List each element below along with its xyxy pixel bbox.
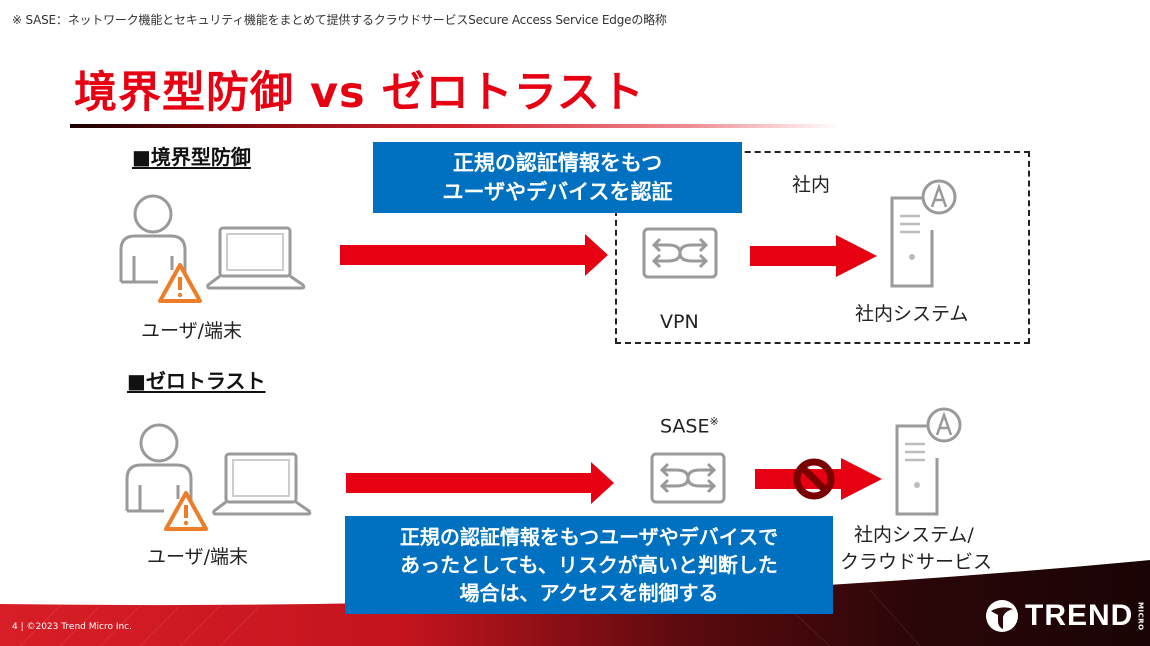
control-note-line: 正規の認証情報をもつユーザやデバイスで xyxy=(399,525,779,549)
cloud-target-line: クラウドサービス xyxy=(840,551,993,573)
internal-zone-label: 社内 xyxy=(792,174,831,196)
internal-system-label: 社内システム xyxy=(855,303,969,325)
perimeter-heading: ■境界型防御 xyxy=(132,145,251,169)
auth-note-line: 正規の認証情報をもつ xyxy=(452,150,663,175)
trend-micro-logo: TREND MICRO xyxy=(985,598,1144,634)
control-note-line: あったとしても、リスクが高いと判断した xyxy=(400,553,778,577)
trend-logo-mark-icon xyxy=(986,600,1018,632)
app-a-icon xyxy=(926,407,962,443)
network-switch-icon xyxy=(650,452,726,504)
cloud-target-line: 社内システム/ xyxy=(854,524,974,546)
server-icon xyxy=(890,196,934,288)
right-arrow-icon xyxy=(340,234,608,276)
sase-label: SASE※ xyxy=(660,415,719,437)
slide-title: 境界型防御 vs ゼロトラスト xyxy=(74,68,645,118)
logo-wordmark: TREND xyxy=(1025,599,1134,632)
access-control-note-box: 正規の認証情報をもつユーザやデバイスで あったとしても、リスクが高いと判断した … xyxy=(345,516,833,614)
network-switch-icon xyxy=(642,227,718,279)
control-note-line: 場合は、アクセスを制御する xyxy=(459,581,719,605)
cloud-target-label: 社内システム/ クラウドサービス xyxy=(840,522,992,576)
logo-micro-text: MICRO xyxy=(1136,601,1145,631)
vpn-label: VPN xyxy=(660,311,699,333)
warning-triangle-icon xyxy=(164,491,208,531)
sase-label-text: SASE xyxy=(660,415,710,438)
prohibited-icon xyxy=(793,458,835,500)
copyright-text: 4 | ©2023 Trend Micro Inc. xyxy=(12,622,132,632)
user-icon xyxy=(125,423,193,513)
internal-network-zone xyxy=(615,151,1030,344)
zero-trust-heading: ■ゼロトラスト xyxy=(127,369,266,393)
title-underline-rule xyxy=(70,124,840,128)
sase-footnote-mark: ※ xyxy=(709,415,719,428)
sase-footnote: ※ SASE：ネットワーク機能とセキュリティ機能をまとめて提供するクラウドサービ… xyxy=(12,13,667,27)
zero-trust-user-label: ユーザ/端末 xyxy=(147,546,249,568)
perimeter-user-label: ユーザ/端末 xyxy=(141,320,243,342)
user-icon xyxy=(119,194,187,284)
laptop-icon xyxy=(206,226,306,290)
server-icon xyxy=(895,424,939,516)
app-a-icon xyxy=(921,179,957,215)
authentication-note-box: 正規の認証情報をもつ ユーザやデバイスを認証 xyxy=(373,142,742,213)
right-arrow-icon xyxy=(750,235,877,277)
right-arrow-icon xyxy=(346,462,614,504)
warning-triangle-icon xyxy=(158,263,202,303)
laptop-icon xyxy=(212,452,312,516)
auth-note-line: ユーザやデバイスを認証 xyxy=(442,179,673,204)
